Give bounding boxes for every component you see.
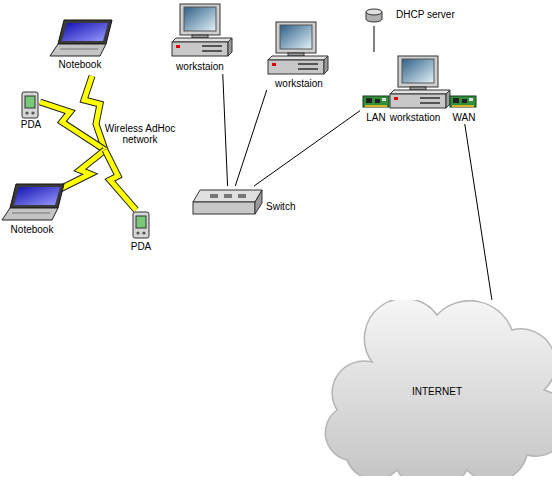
internet-cloud: INTERNET — [322, 300, 552, 476]
notebook-node: Notebook — [0, 184, 64, 236]
network-cable — [223, 74, 228, 186]
node-label: workstaion — [264, 78, 334, 89]
pda-node: PDA — [15, 90, 47, 132]
switch-icon — [255, 190, 262, 214]
switch-port — [224, 194, 232, 198]
node-label: Notebook — [46, 59, 114, 70]
pda-node: PDA — [124, 210, 158, 254]
lightning-bolt — [58, 150, 105, 190]
network-card — [450, 96, 476, 107]
network-cable — [465, 124, 492, 300]
node-label: workstaion — [168, 61, 232, 72]
workstation-icon — [172, 4, 232, 56]
switch-icon — [193, 202, 255, 214]
workstation-icon — [390, 56, 450, 108]
network-cable — [254, 111, 360, 186]
lightning-bolt — [40, 102, 105, 150]
workstation-node: workstaion — [264, 18, 334, 90]
workstation-icon — [268, 22, 328, 74]
switch-port — [238, 194, 246, 198]
node-label: PDA — [124, 241, 158, 252]
node-label: Switch — [266, 201, 302, 212]
lightning-bolt — [105, 150, 136, 210]
notebook-icon — [50, 20, 112, 56]
node-label: PDA — [15, 119, 47, 130]
notebook-node: Notebook — [46, 18, 114, 72]
node-label: INTERNET — [362, 386, 512, 397]
pda-icon — [22, 92, 38, 118]
node-label: DHCP server — [396, 9, 462, 20]
node-label: Notebook — [0, 224, 64, 235]
network-card — [363, 96, 389, 107]
lightning-bolt — [40, 102, 105, 150]
server-node: DHCP server — [364, 6, 462, 26]
workstation-node: workstaion — [168, 2, 232, 74]
notebook-icon — [2, 184, 64, 220]
lightning-bolt — [105, 150, 136, 210]
node-label: workstation — [385, 112, 445, 123]
network-cable — [235, 90, 266, 186]
pda-icon — [133, 212, 149, 238]
disk-icon — [366, 9, 382, 15]
port-label: WAN — [448, 112, 480, 123]
network-cable — [374, 26, 375, 52]
switch-icon — [193, 190, 262, 202]
lightning-bolt — [58, 150, 105, 190]
cloud-shape — [325, 300, 552, 476]
switch-node: Switch — [190, 186, 302, 222]
switch-port — [210, 194, 218, 198]
port-label: LAN — [360, 112, 392, 123]
network-label: Wireless AdHoc network — [100, 123, 180, 145]
